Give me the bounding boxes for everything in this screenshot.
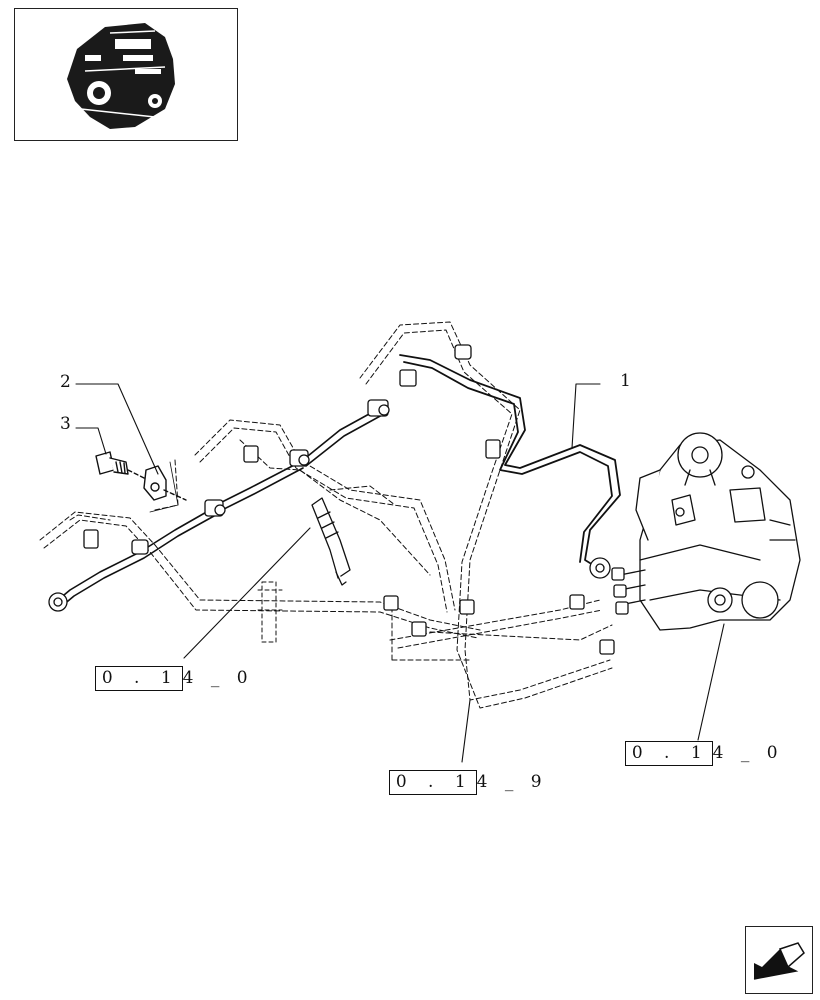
reference-code-box: 0 . 1 bbox=[388, 770, 477, 795]
leader-ref-pipes bbox=[461, 699, 471, 763]
injection-pump bbox=[611, 432, 801, 631]
leader-lines bbox=[75, 383, 725, 763]
part-2-clamp bbox=[143, 465, 187, 501]
callout-3: 3 bbox=[60, 414, 71, 434]
leader-ref-pump bbox=[697, 623, 725, 741]
reference-code-suffix: 4 _ 0 bbox=[712, 743, 784, 763]
injector-nozzle bbox=[311, 497, 351, 586]
next-page-arrow-icon bbox=[753, 942, 805, 980]
injection-pipe-part-1 bbox=[399, 354, 621, 569]
engine-thumbnail-icon bbox=[67, 23, 175, 129]
phantom-pipes bbox=[39, 321, 613, 709]
leader-3 bbox=[75, 427, 107, 455]
engine-thumbnail-frame bbox=[14, 8, 238, 141]
clamp-guide-line bbox=[149, 461, 179, 513]
reference-code-suffix: 4 _ 9 bbox=[476, 772, 548, 792]
support-bracket bbox=[257, 581, 283, 643]
injector-line-rail bbox=[57, 407, 385, 607]
part-3-screw bbox=[95, 451, 145, 479]
reference-code-box: 0 . 1 bbox=[94, 666, 183, 691]
callout-1: 1 bbox=[620, 371, 631, 391]
pipe-fittings bbox=[48, 344, 615, 655]
callout-2: 2 bbox=[60, 372, 71, 392]
reference-code-suffix: 4 _ 0 bbox=[182, 668, 254, 688]
leader-ref-injector bbox=[183, 527, 311, 659]
leader-1 bbox=[571, 383, 601, 449]
leader-2 bbox=[75, 383, 159, 475]
reference-code-box: 0 . 1 bbox=[624, 741, 713, 766]
next-page-button[interactable] bbox=[745, 926, 813, 994]
